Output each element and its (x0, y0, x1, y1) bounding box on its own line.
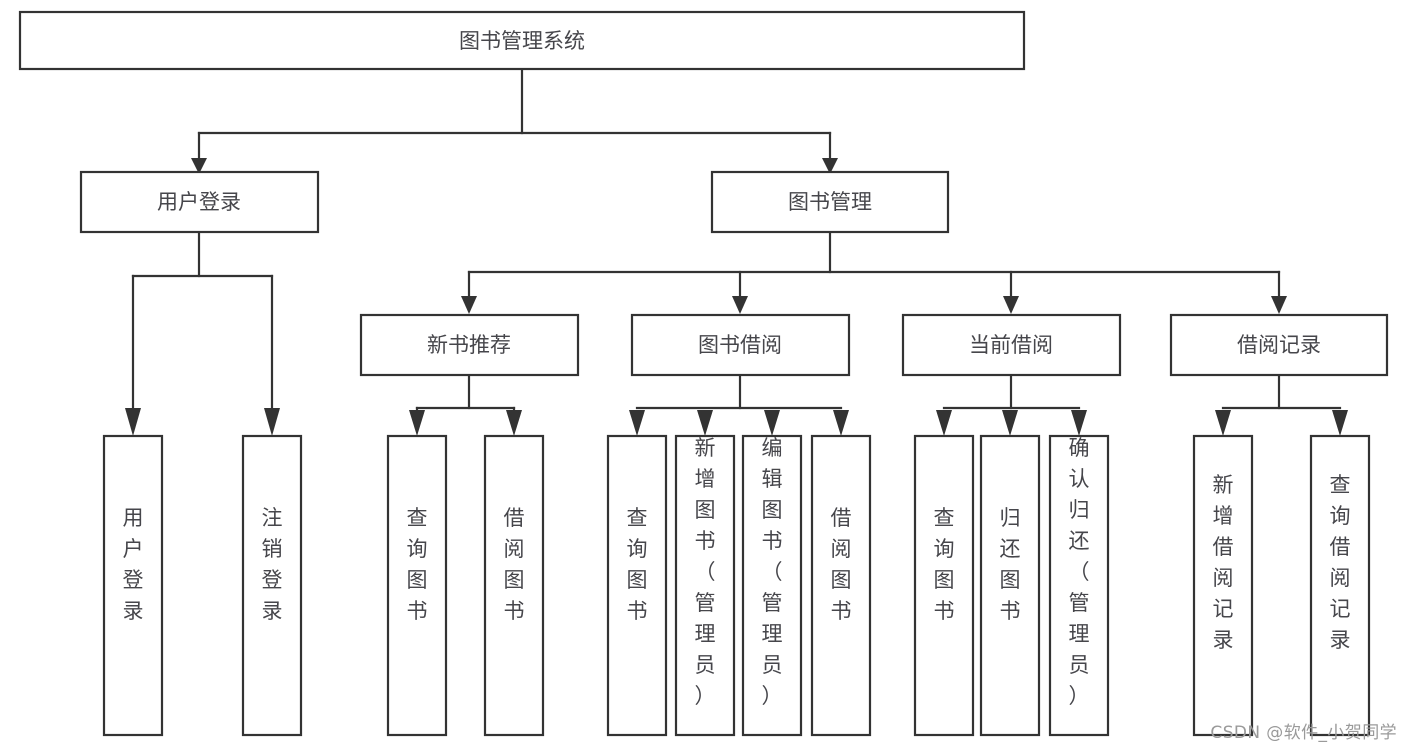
node-user-login-label: 用户登录 (157, 190, 241, 214)
node-leaf-logout-login-box[interactable] (241, 434, 303, 737)
node-leaf-borrow-book-2-label: 借阅图书 (831, 506, 852, 623)
arrow-leaf-edit-book (764, 410, 780, 436)
node-leaf-add-record-box[interactable] (1192, 434, 1254, 737)
arrow-leaf-add-book (697, 410, 713, 436)
node-leaf-user-login-box[interactable] (102, 434, 164, 737)
node-leaf-logout-login-label: 注销登录 (262, 506, 283, 623)
arrow-to-new-book-recommend (461, 296, 477, 314)
node-leaf-add-book-box[interactable] (674, 434, 736, 737)
arrow-leaf-add-record (1215, 410, 1231, 436)
arrow-leaf-return-book (1002, 410, 1018, 436)
node-leaf-query-record[interactable]: 查询借阅记录 (1309, 434, 1371, 737)
node-new-book-recommend-label: 新书推荐 (427, 333, 511, 357)
node-leaf-query-book-2-label: 查询图书 (627, 506, 648, 623)
node-leaf-user-login-label: 用户登录 (123, 506, 144, 623)
arrow-leaf-query-book-3 (936, 410, 952, 436)
arrow-to-borrow-record (1271, 296, 1287, 314)
node-leaf-borrow-book-2-box[interactable] (810, 434, 872, 737)
arrow-to-current-borrow (1003, 296, 1019, 314)
connector-layer (125, 67, 1348, 436)
node-leaf-query-book-3-box[interactable] (913, 434, 975, 737)
node-borrow-record-label: 借阅记录 (1237, 333, 1321, 357)
node-current-borrow-label: 当前借阅 (969, 333, 1053, 357)
node-leaf-query-book-1[interactable]: 查询图书 (386, 434, 448, 737)
node-leaf-borrow-book-1-box[interactable] (483, 434, 545, 737)
node-leaf-edit-book-box[interactable] (741, 434, 803, 737)
node-root[interactable]: 图书管理系统 (18, 10, 1026, 71)
node-leaf-edit-book-label: 编辑图书（管理员） (762, 436, 783, 708)
arrow-to-book-borrow (732, 296, 748, 314)
node-leaf-add-book[interactable]: 新增图书（管理员） (674, 434, 736, 737)
node-leaf-query-record-label: 查询借阅记录 (1330, 473, 1351, 652)
node-leaf-add-record[interactable]: 新增借阅记录 (1192, 434, 1254, 737)
node-borrow-record-box[interactable] (1169, 313, 1389, 377)
node-leaf-query-book-2[interactable]: 查询图书 (606, 434, 668, 737)
node-book-management-box[interactable] (710, 170, 950, 234)
arrow-leaf-borrow-book-1 (506, 410, 522, 436)
node-leaf-confirm-return[interactable]: 确认归还（管理员） (1048, 434, 1110, 737)
node-book-borrow[interactable]: 图书借阅 (630, 313, 851, 377)
node-leaf-query-book-3-label: 查询图书 (934, 506, 955, 623)
node-leaf-borrow-book-1-label: 借阅图书 (504, 506, 525, 623)
node-user-login-box[interactable] (79, 170, 320, 234)
node-leaf-add-record-label: 新增借阅记录 (1213, 473, 1234, 652)
arrow-leaf-user-login (125, 408, 141, 436)
node-current-borrow[interactable]: 当前借阅 (901, 313, 1122, 377)
node-leaf-confirm-return-box[interactable] (1048, 434, 1110, 737)
node-leaf-return-book[interactable]: 归还图书 (979, 434, 1041, 737)
node-new-book-recommend-box[interactable] (359, 313, 580, 377)
node-leaf-query-book-1-box[interactable] (386, 434, 448, 737)
arrow-leaf-query-record (1332, 410, 1348, 436)
node-root-box[interactable] (18, 10, 1026, 71)
node-leaf-return-book-label: 归还图书 (1000, 506, 1021, 623)
arrow-to-book-management (822, 158, 838, 174)
arrow-to-user-login (191, 158, 207, 174)
node-new-book-recommend[interactable]: 新书推荐 (359, 313, 580, 377)
node-book-borrow-box[interactable] (630, 313, 851, 377)
arrow-leaf-confirm-return (1071, 410, 1087, 436)
node-user-login[interactable]: 用户登录 (79, 170, 320, 234)
arrow-leaf-borrow-book-2 (833, 410, 849, 436)
node-leaf-query-book-2-box[interactable] (606, 434, 668, 737)
node-leaf-query-book-3[interactable]: 查询图书 (913, 434, 975, 737)
arrow-leaf-logout-login (264, 408, 280, 436)
node-leaf-borrow-book-1[interactable]: 借阅图书 (483, 434, 545, 737)
node-leaf-add-book-label: 新增图书（管理员） (695, 436, 716, 708)
node-book-management-label: 图书管理 (788, 190, 872, 214)
node-leaf-query-record-box[interactable] (1309, 434, 1371, 737)
node-current-borrow-box[interactable] (901, 313, 1122, 377)
node-leaf-edit-book[interactable]: 编辑图书（管理员） (741, 434, 803, 737)
node-book-management[interactable]: 图书管理 (710, 170, 950, 234)
node-leaf-query-book-1-label: 查询图书 (407, 506, 428, 623)
node-leaf-borrow-book-2[interactable]: 借阅图书 (810, 434, 872, 737)
node-root-label: 图书管理系统 (459, 29, 585, 53)
arrow-leaf-query-book-1 (409, 410, 425, 436)
node-borrow-record[interactable]: 借阅记录 (1169, 313, 1389, 377)
arrow-leaf-query-book-2 (629, 410, 645, 436)
node-leaf-return-book-box[interactable] (979, 434, 1041, 737)
node-book-borrow-label: 图书借阅 (698, 333, 782, 357)
node-leaf-logout-login[interactable]: 注销登录 (241, 434, 303, 737)
node-leaf-user-login[interactable]: 用户登录 (102, 434, 164, 737)
node-leaf-confirm-return-label: 确认归还（管理员） (1069, 436, 1090, 708)
